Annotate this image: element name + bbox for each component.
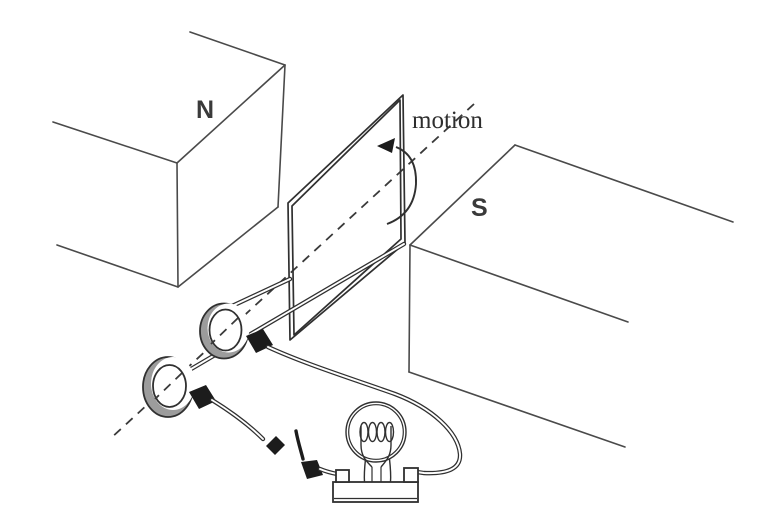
magnet-s-edge bbox=[409, 244, 629, 323]
coil-inner-line bbox=[291, 99, 402, 336]
magnet-n-edge bbox=[52, 121, 178, 164]
filament-lead-right bbox=[380, 426, 392, 468]
bulb-filament bbox=[359, 421, 395, 468]
north-pole-label: N bbox=[196, 96, 214, 124]
magnet-s-edge bbox=[408, 371, 626, 448]
magnet-n-edge bbox=[56, 244, 179, 288]
rotation-arc bbox=[386, 146, 417, 225]
slip-ring-lower bbox=[142, 356, 195, 418]
wire-lower-core bbox=[211, 399, 264, 440]
magnet-south-outline bbox=[408, 144, 734, 448]
magnet-n-edge bbox=[277, 64, 286, 208]
brush-lower bbox=[189, 385, 216, 409]
magnet-n-edge bbox=[176, 64, 286, 164]
magnet-s-edge bbox=[408, 244, 411, 373]
lamp-base bbox=[332, 481, 419, 503]
axis-through-upper-ring bbox=[210, 317, 239, 345]
magnet-n-edge bbox=[176, 162, 179, 288]
motion-label: motion bbox=[412, 107, 483, 134]
filament-lead-left bbox=[360, 426, 373, 468]
wire-upper-brush-to-lamp bbox=[265, 344, 463, 476]
rotation-arrowhead bbox=[377, 138, 395, 153]
filament-loop bbox=[376, 421, 386, 443]
coil-outer-line bbox=[287, 94, 406, 341]
wire-end-connector bbox=[266, 436, 285, 455]
rotation-arrow bbox=[377, 138, 417, 225]
axis-through-lower-ring bbox=[154, 372, 183, 400]
magnet-n-edge bbox=[189, 31, 286, 66]
wire-upper-outline bbox=[265, 344, 463, 476]
coil-loop bbox=[287, 94, 406, 341]
bulb-neck-right bbox=[388, 458, 392, 483]
wire-lower-brush bbox=[209, 397, 285, 455]
magnet-n-edge bbox=[177, 206, 279, 288]
magnet-s-edge bbox=[409, 144, 516, 246]
bulb-glass-outer bbox=[345, 401, 407, 463]
light-bulb bbox=[332, 401, 419, 503]
filament-loop bbox=[367, 421, 378, 443]
clip-body bbox=[301, 460, 323, 479]
bulb-neck-left bbox=[363, 458, 367, 483]
magnet-north-outline bbox=[52, 31, 286, 288]
magnet-s-edge bbox=[514, 144, 734, 223]
south-pole-label: S bbox=[471, 194, 488, 222]
coil-lead-wire-near bbox=[229, 278, 291, 308]
terminal-clip bbox=[294, 429, 340, 479]
lamp-terminal-left bbox=[335, 469, 350, 483]
bulb-glass-inner bbox=[348, 404, 404, 460]
lamp-terminal-right bbox=[403, 467, 419, 483]
filament-loop bbox=[384, 421, 395, 443]
rotation-axis-line bbox=[109, 103, 475, 440]
clip-rod bbox=[294, 429, 305, 461]
slip-ring-upper bbox=[199, 302, 250, 360]
wire-upper-core bbox=[267, 346, 461, 475]
